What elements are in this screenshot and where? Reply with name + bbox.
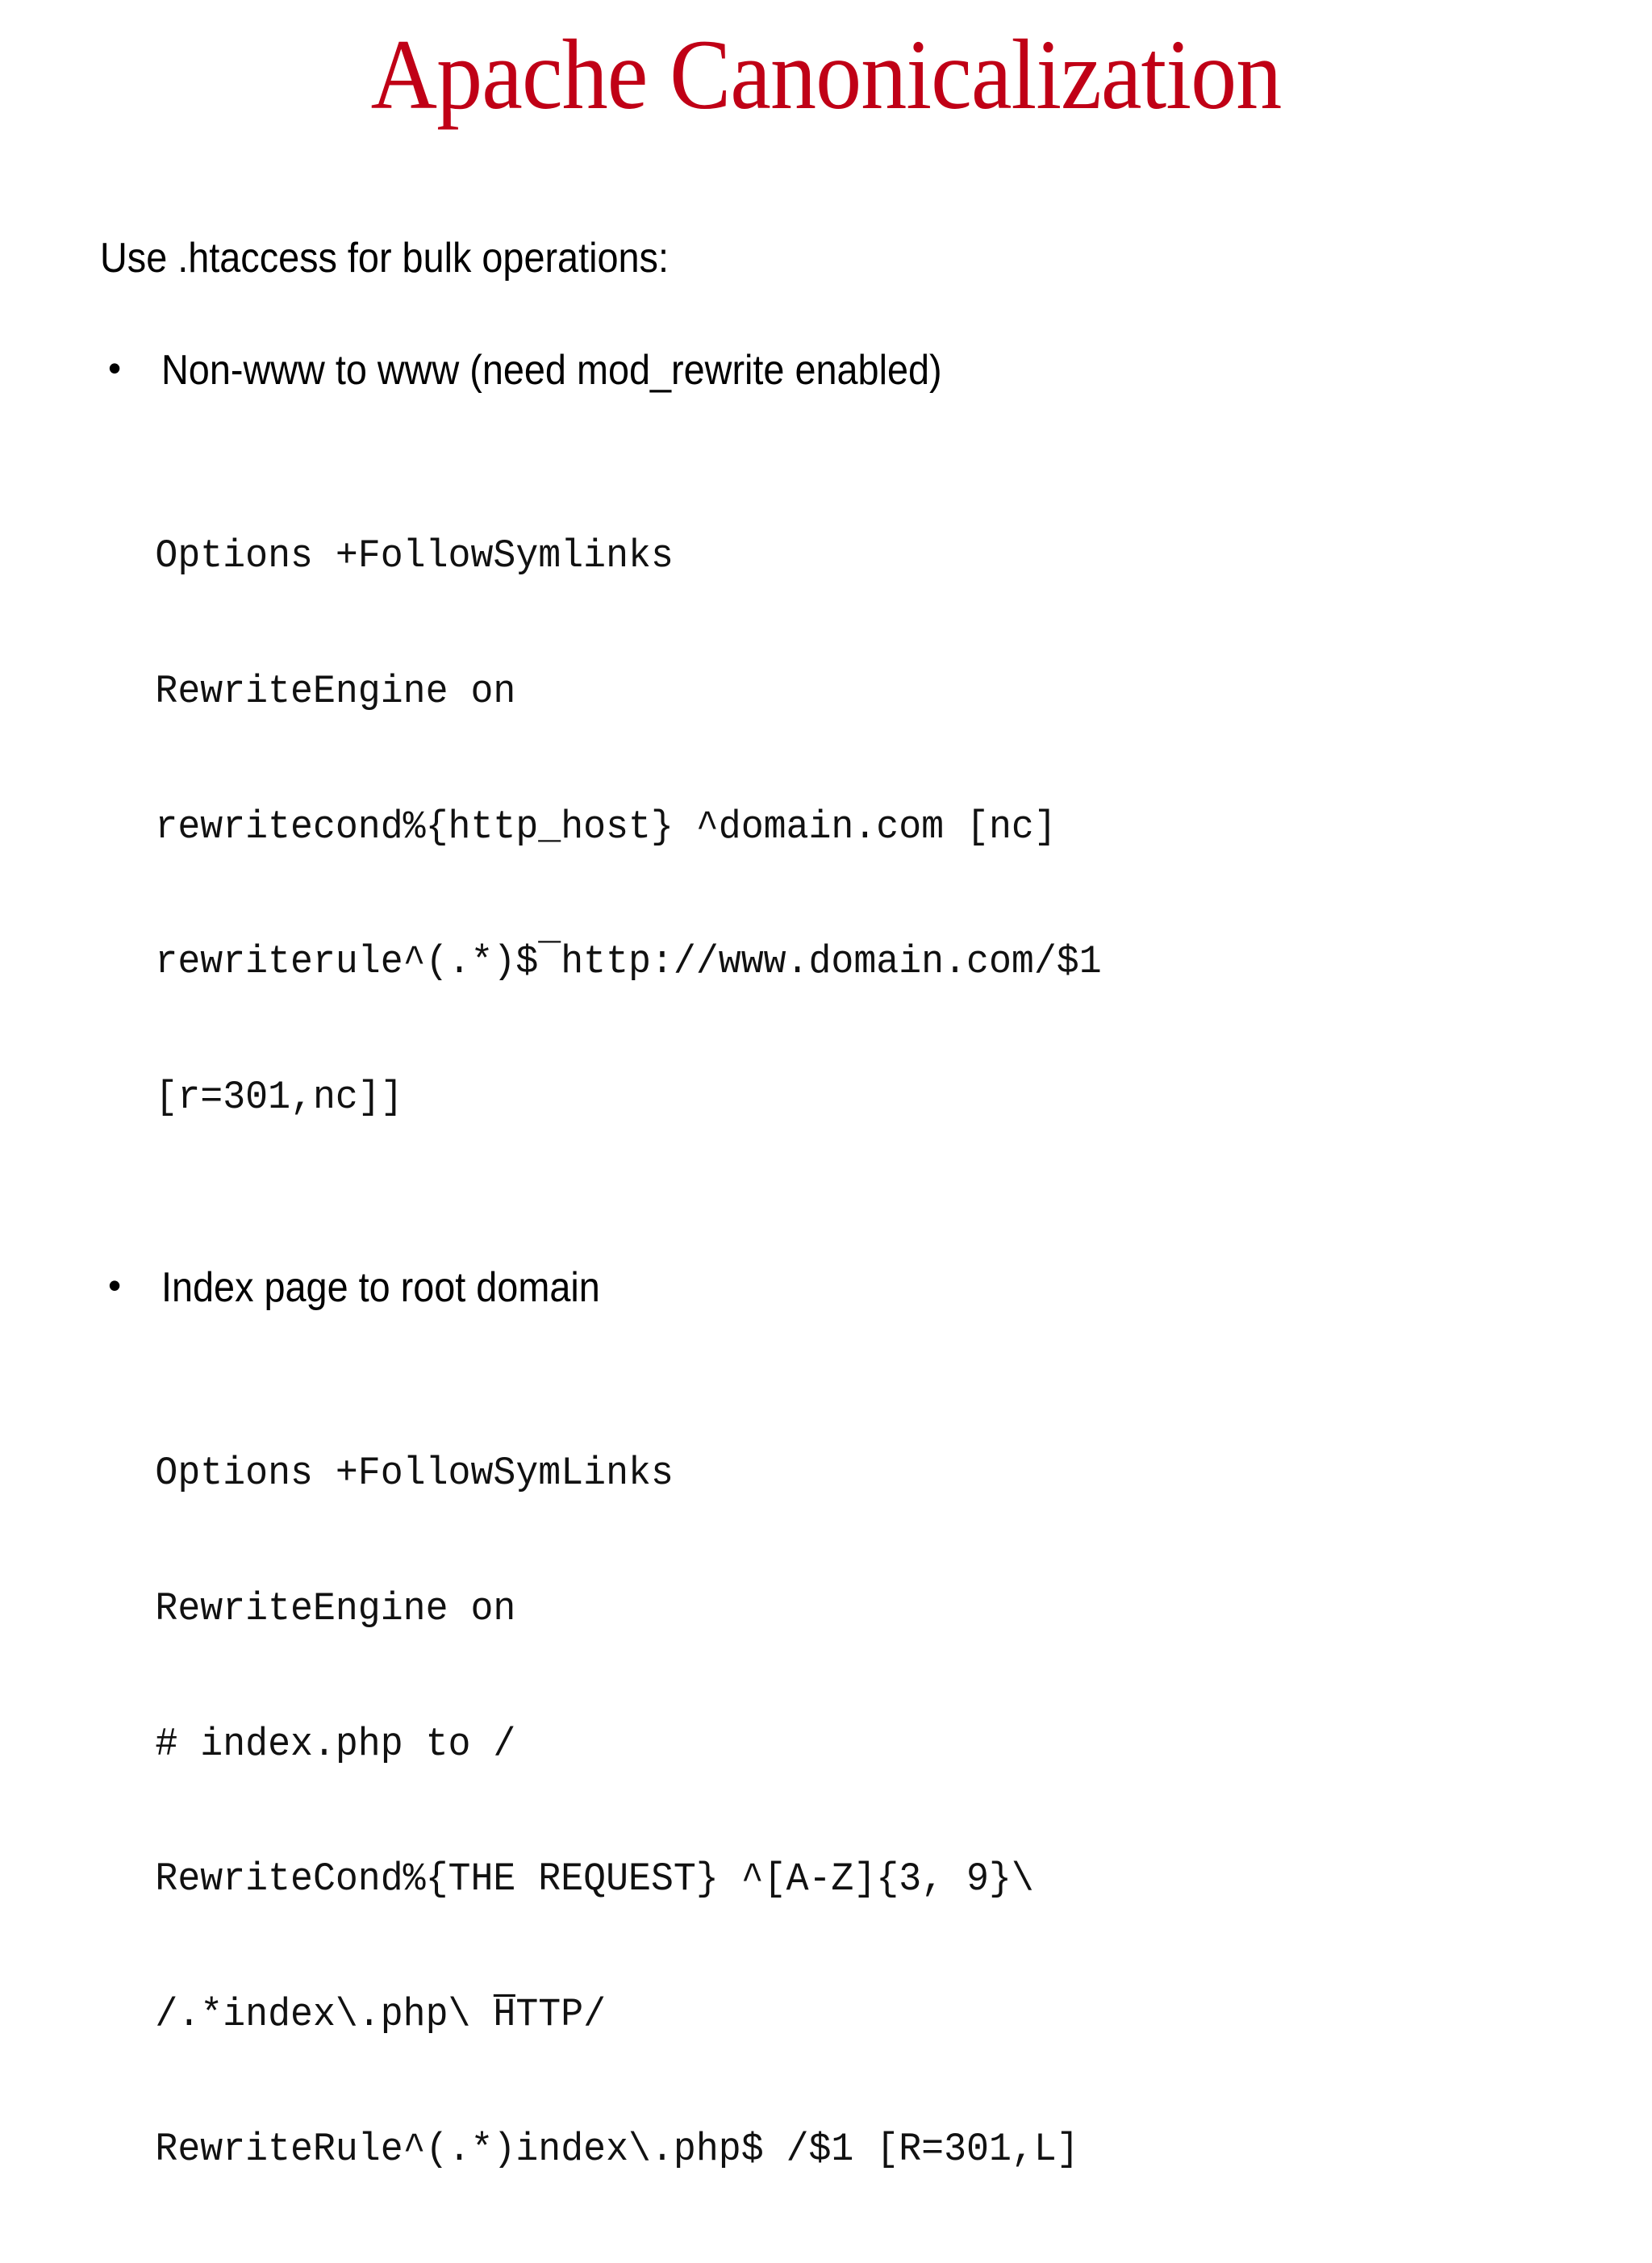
code-line: RewriteEngine on: [155, 1585, 516, 1631]
lead-text: Use .htaccess for bulk operations:: [100, 235, 669, 282]
code-line: RewriteRule^(.*)index\.php$ /$1 [R=301,L…: [155, 2127, 1079, 2173]
code-line: rewritecond%{http_host} ^domain.com [nc]: [155, 804, 1057, 850]
code-line: # index.php to /: [155, 1721, 516, 1767]
code-line: [r=301,nc]]: [155, 1074, 403, 1120]
spacer: [100, 1334, 1600, 1362]
code-block-non-www: Options +FollowSymlinks RewriteEngine on…: [100, 445, 1525, 1211]
bullet-item-index-page: • Index page to root domain: [100, 1263, 1600, 1313]
code-line: Options +FollowSymLinks: [155, 1451, 674, 1497]
code-block-index-page: Options +FollowSymLinks RewriteEngine on…: [100, 1362, 1525, 2263]
code-line: RewriteCond%{THE REQUEST} ^[A-Z]{3, 9}\: [155, 1856, 1034, 1902]
code-line: RewriteEngine on: [155, 669, 516, 715]
bullet-point-icon: •: [108, 1264, 122, 1307]
bullet-label-index-page: Index page to root domain: [161, 1264, 600, 1312]
slide-body: Use .htaccess for bulk operations: • Non…: [100, 234, 1600, 2263]
slide: Apache Canonicalization Use .htaccess fo…: [100, 19, 1283, 2173]
code-line: /.*index\.php\ H̅TTP/: [155, 1991, 607, 2037]
page-title: Apache Canonicalization: [370, 19, 1283, 130]
code-line: Options +FollowSymlinks: [155, 533, 674, 579]
bullet-item-non-www: • Non-www to www (need mod_rewrite enabl…: [100, 346, 1600, 395]
code-line: rewriterule^(.*)$¯http://www.domain.com/…: [155, 939, 1102, 985]
bullet-label-non-www: Non-www to www (need mod_rewrite enabled…: [161, 347, 942, 395]
spacer: [100, 417, 1600, 445]
bullet-point-icon: •: [108, 347, 122, 390]
